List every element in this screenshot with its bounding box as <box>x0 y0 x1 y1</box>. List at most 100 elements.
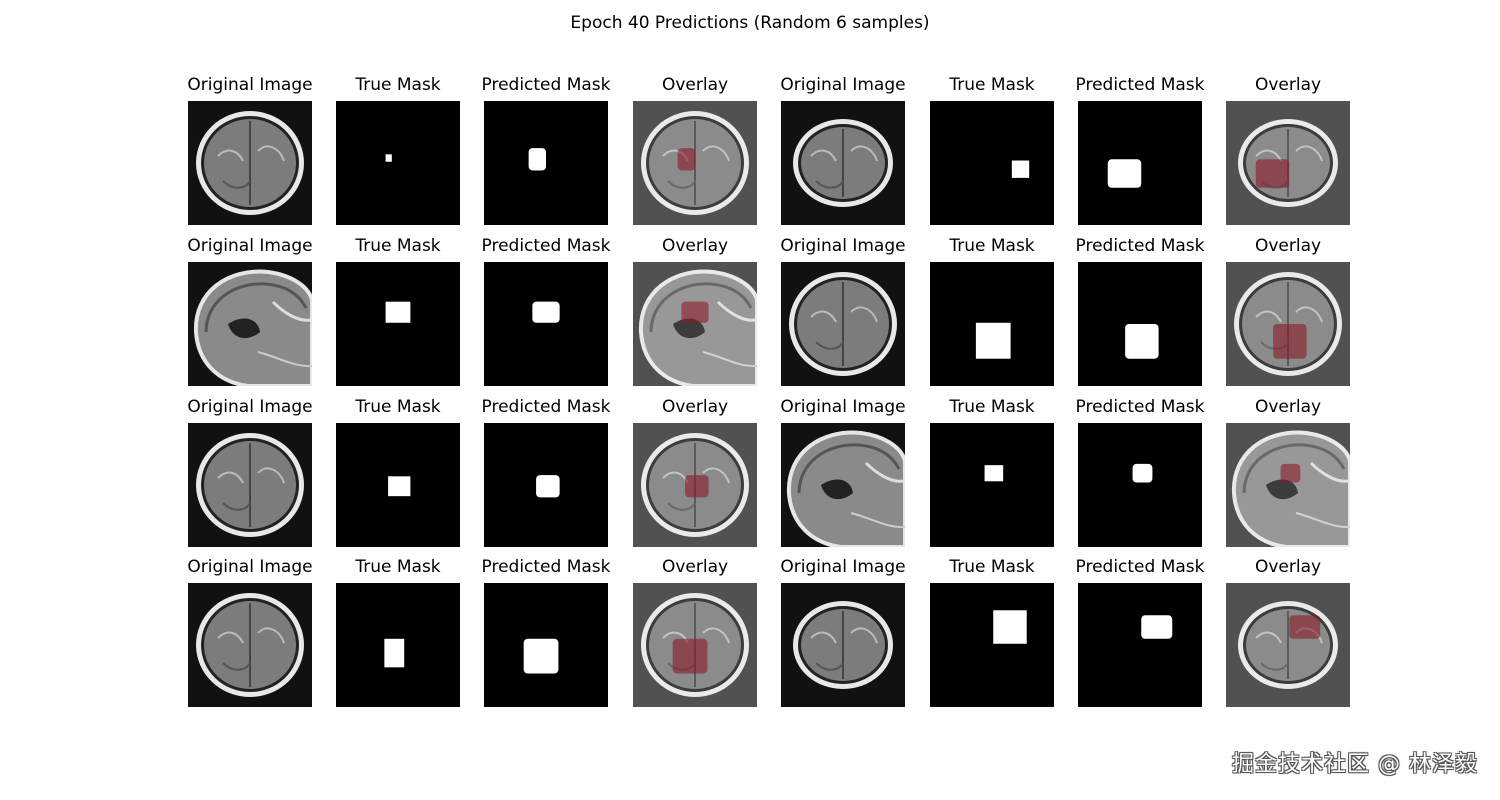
panel-image <box>1078 262 1202 386</box>
panel-title: Overlay <box>1254 75 1322 95</box>
panel-title: Overlay <box>1254 397 1322 417</box>
panel-image <box>930 423 1054 547</box>
overlay-region <box>1255 159 1290 188</box>
panel-title: Overlay <box>661 236 729 256</box>
mri-scan <box>633 262 757 386</box>
true-mask-panel: True Mask <box>336 557 460 707</box>
panel-image <box>336 423 460 547</box>
panel-image <box>781 583 905 707</box>
panel-image <box>484 101 608 225</box>
original-image-panel: Original Image <box>187 557 313 707</box>
panel-title: Overlay <box>661 557 729 577</box>
panel-image <box>1226 101 1350 225</box>
panel-image <box>633 583 757 707</box>
panel-image <box>484 423 608 547</box>
mri-scan <box>188 423 312 547</box>
panel-image <box>633 423 757 547</box>
mri-scan <box>1226 423 1350 547</box>
original-image-panel: Original Image <box>187 397 313 547</box>
mri-scan <box>1226 262 1350 386</box>
panel-image <box>188 423 312 547</box>
predicted-mask-region <box>528 148 546 171</box>
overlay-region <box>1273 324 1307 359</box>
panel-image <box>484 262 608 386</box>
true-mask-region <box>388 476 411 497</box>
predicted-mask-panel: Predicted Mask <box>482 557 611 707</box>
panel-image <box>633 101 757 225</box>
panel-image <box>188 583 312 707</box>
predicted-mask-region <box>1141 615 1173 639</box>
panel-image <box>781 101 905 225</box>
true-mask-panel: True Mask <box>336 397 460 547</box>
true-mask-panel: True Mask <box>930 236 1054 386</box>
overlay-panel: Overlay <box>633 75 757 225</box>
mri-scan <box>633 101 757 225</box>
true-mask-region <box>993 610 1027 644</box>
true-mask-region <box>1011 160 1030 178</box>
overlay-region <box>677 148 695 171</box>
predicted-mask-region <box>523 638 559 674</box>
overlay-panel: Overlay <box>1226 236 1350 386</box>
panel-title: Overlay <box>661 397 729 417</box>
overlay-region <box>685 475 709 498</box>
true-mask-panel: True Mask <box>930 75 1054 225</box>
panel-image <box>188 101 312 225</box>
mri-scan <box>781 583 905 707</box>
predicted-mask-region <box>1132 463 1153 483</box>
panel-title: Original Image <box>187 557 313 577</box>
panel-title: True Mask <box>949 236 1035 256</box>
true-mask-region <box>984 465 1004 482</box>
predicted-mask-panel: Predicted Mask <box>1076 75 1205 225</box>
panel-image <box>781 262 905 386</box>
panel-image <box>336 583 460 707</box>
true-mask-panel: True Mask <box>336 236 460 386</box>
panel-image <box>930 101 1054 225</box>
panel-title: Original Image <box>187 75 313 95</box>
predicted-mask-region <box>536 475 560 498</box>
true-mask-region <box>975 322 1011 359</box>
panel-title: True Mask <box>355 236 441 256</box>
overlay-region <box>672 638 708 674</box>
panel-title: True Mask <box>355 75 441 95</box>
mri-scan <box>188 101 312 225</box>
original-image-panel: Original Image <box>187 75 313 225</box>
true-mask-region <box>385 301 411 323</box>
overlay-panel: Overlay <box>633 557 757 707</box>
panel-title: Predicted Mask <box>1075 236 1205 256</box>
panel-title: Predicted Mask <box>481 397 611 417</box>
original-image-panel: Original Image <box>780 397 906 547</box>
panel-title: True Mask <box>949 557 1035 577</box>
panel-title: Predicted Mask <box>481 236 611 256</box>
original-image-panel: Original Image <box>187 236 313 386</box>
panel-image <box>336 101 460 225</box>
panel-title: Predicted Mask <box>1075 557 1205 577</box>
true-mask-region <box>384 638 405 668</box>
overlay-panel: Overlay <box>1226 75 1350 225</box>
true-mask-panel: True Mask <box>336 75 460 225</box>
predicted-mask-panel: Predicted Mask <box>482 75 611 225</box>
panel-image <box>188 262 312 386</box>
predicted-mask-panel: Predicted Mask <box>1076 397 1205 547</box>
panel-title: Overlay <box>1254 557 1322 577</box>
predicted-mask-panel: Predicted Mask <box>482 397 611 547</box>
overlay-region <box>1289 615 1321 639</box>
original-image-panel: Original Image <box>780 75 906 225</box>
watermark: 掘金技术社区 @ 林泽毅 <box>1232 752 1478 777</box>
mri-scan <box>781 101 905 225</box>
overlay-panel: Overlay <box>633 397 757 547</box>
panel-image <box>633 262 757 386</box>
predicted-mask-panel: Predicted Mask <box>1076 236 1205 386</box>
panel-title: Predicted Mask <box>481 557 611 577</box>
panel-title: Predicted Mask <box>481 75 611 95</box>
predicted-mask-region <box>1125 324 1159 359</box>
true-mask-region <box>385 154 392 162</box>
panel-image <box>1078 583 1202 707</box>
overlay-region <box>1280 463 1301 483</box>
panel-image <box>1078 101 1202 225</box>
panel-image <box>930 262 1054 386</box>
true-mask-panel: True Mask <box>930 397 1054 547</box>
mri-scan <box>781 262 905 386</box>
panel-title: True Mask <box>949 397 1035 417</box>
panel-title: True Mask <box>355 557 441 577</box>
